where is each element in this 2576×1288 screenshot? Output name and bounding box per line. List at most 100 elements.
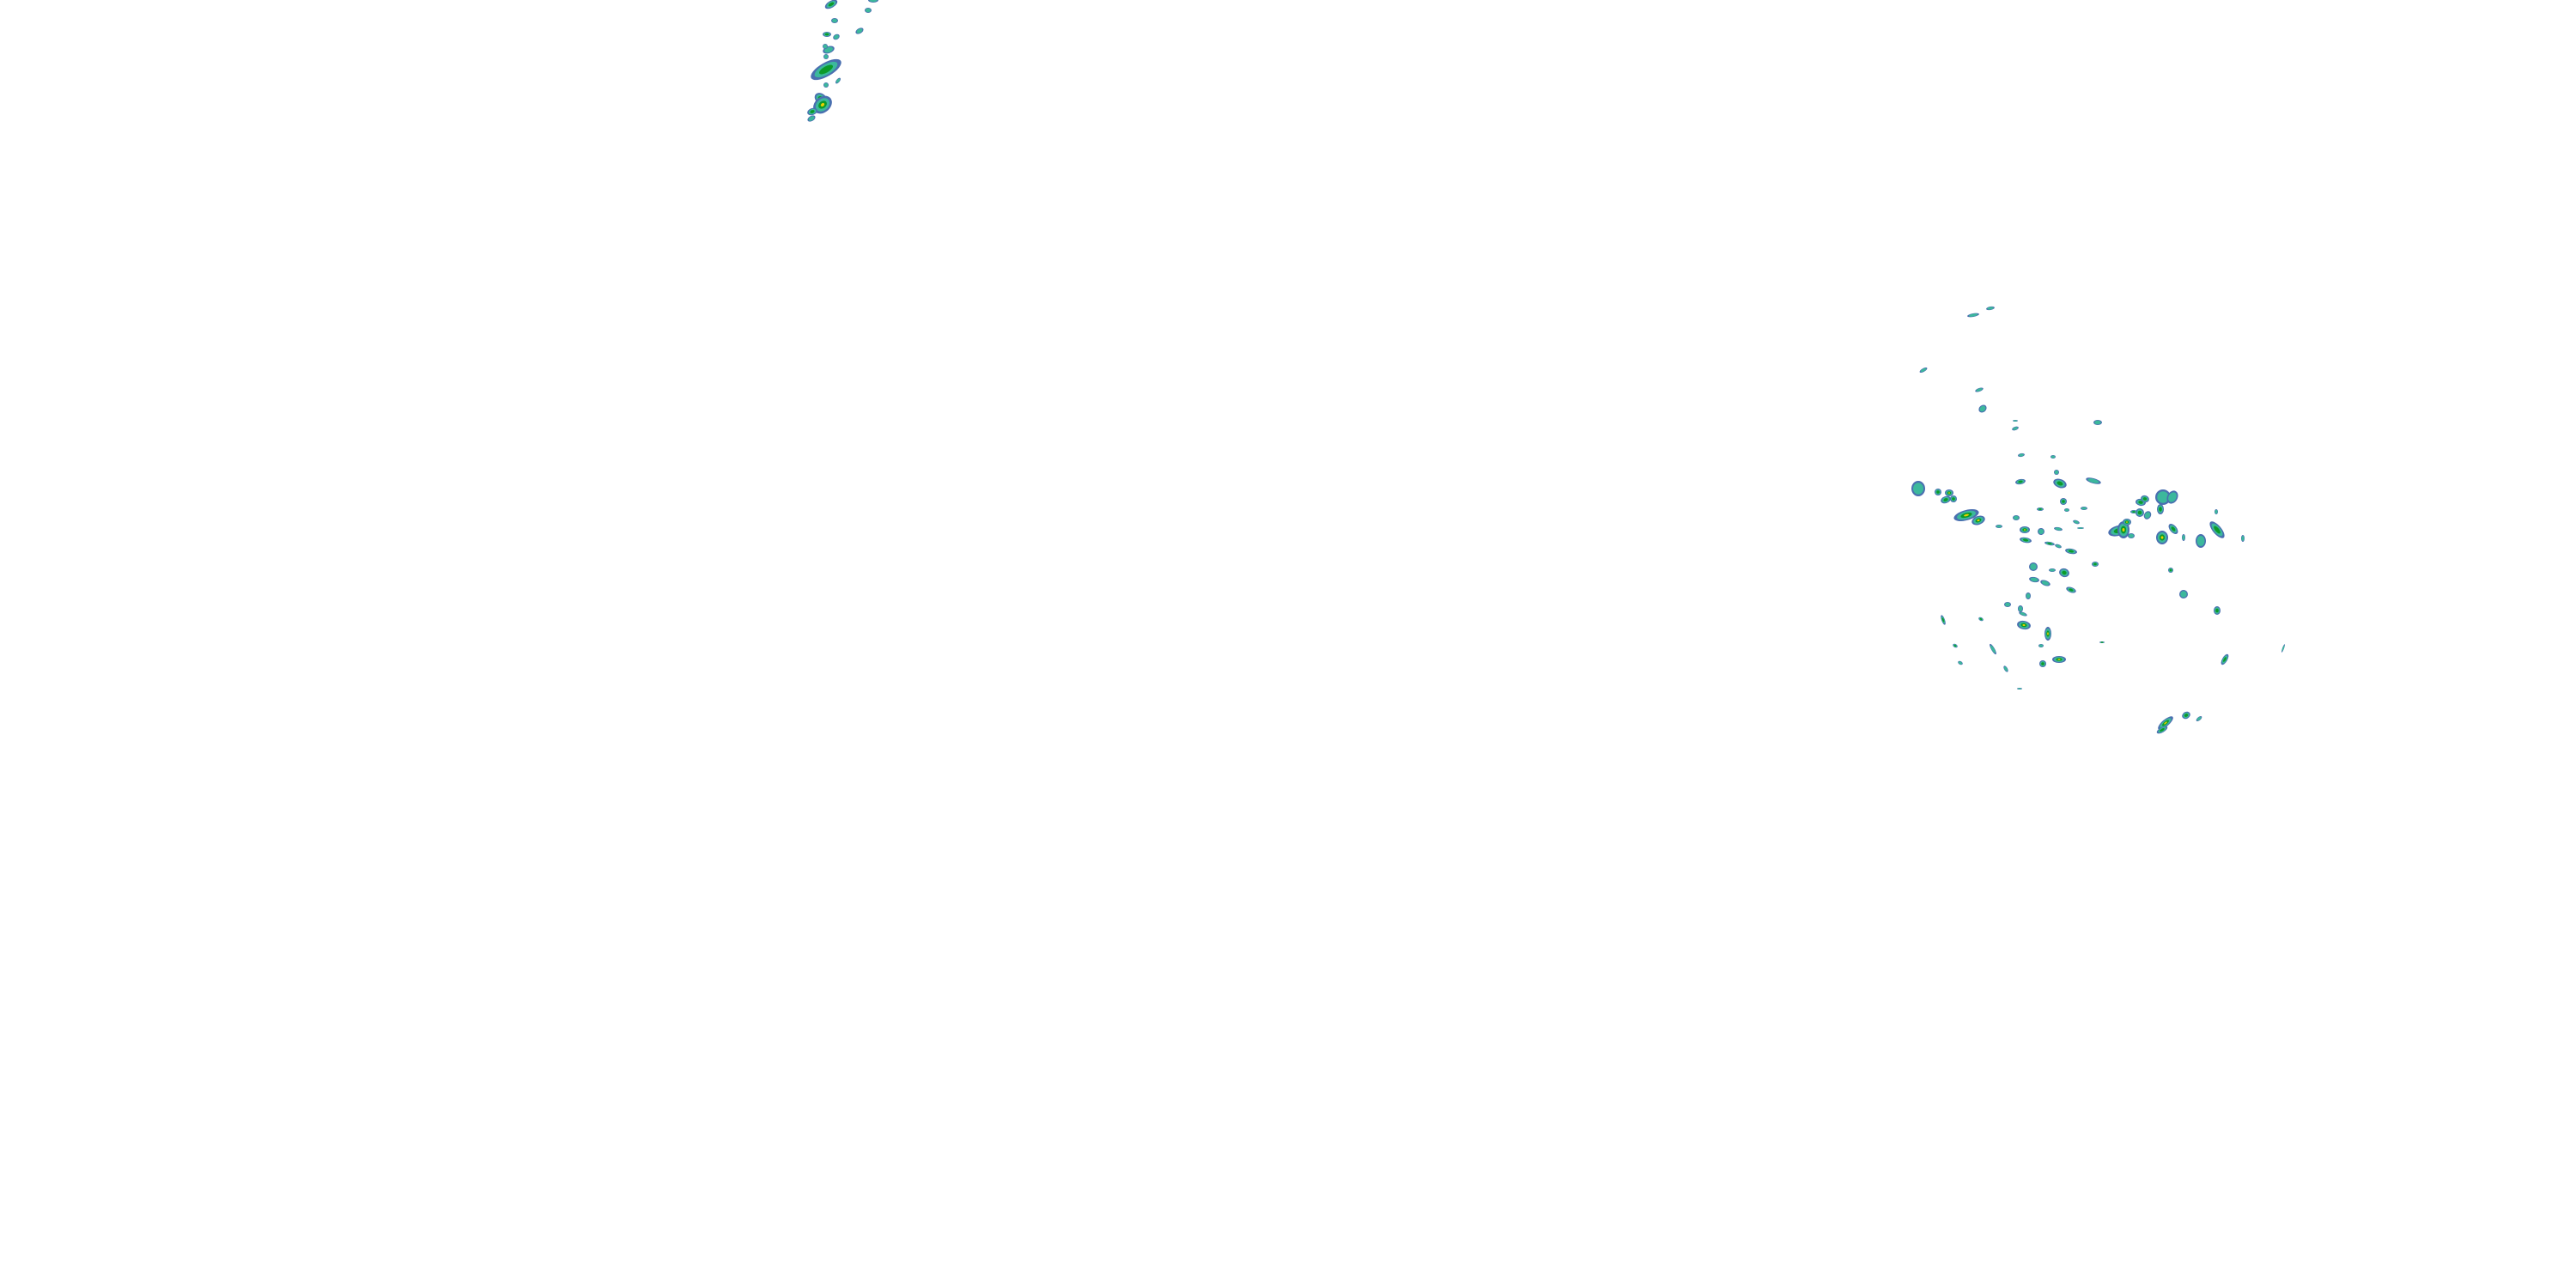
radar-echo-band — [2038, 644, 2044, 647]
radar-echo — [2215, 509, 2218, 514]
radar-echo — [2156, 531, 2168, 544]
radar-echo-band — [824, 33, 829, 36]
radar-echo — [2077, 527, 2084, 529]
radar-echo — [2049, 568, 2056, 572]
radar-echo — [2018, 453, 2025, 458]
radar-echo-band — [869, 0, 878, 3]
radar-echo-band — [834, 34, 839, 39]
radar-echo-band — [2087, 478, 2099, 483]
radar-echo — [2015, 478, 2026, 485]
radar-echo — [1911, 481, 1925, 496]
radar-echo-band — [2019, 453, 2024, 457]
radar-echo-band — [2081, 507, 2087, 510]
radar-echo — [833, 33, 840, 40]
radar-echo — [2017, 688, 2022, 690]
radar-echo-band — [823, 82, 829, 88]
radar-echo-band — [1964, 513, 1969, 517]
radar-echo — [2081, 507, 2087, 510]
radar-echo — [2093, 420, 2102, 425]
radar-echo — [2123, 519, 2131, 526]
radar-echo — [823, 82, 829, 88]
radar-echo — [2017, 620, 2031, 630]
radar-echo-band — [2182, 535, 2185, 540]
radar-echo — [823, 32, 831, 37]
radar-echo-band — [2215, 608, 2219, 613]
radar-echo — [1971, 515, 1985, 526]
radar-echo — [2029, 562, 2038, 571]
radar-echo — [2128, 533, 2135, 538]
radar-echo — [831, 18, 838, 23]
radar-echo — [2029, 576, 2039, 583]
radar-echo — [2038, 644, 2044, 647]
radar-echo-band — [2169, 568, 2172, 572]
radar-echo-band — [2026, 593, 2031, 598]
radar-echo — [2054, 526, 2063, 532]
radar-echo — [2037, 507, 2044, 511]
radar-echo-band — [2184, 714, 2189, 717]
radar-echo-band — [823, 44, 828, 49]
radar-echo — [2044, 541, 2055, 546]
radar-echo-band — [819, 64, 833, 75]
radar-echo-band — [2041, 580, 2050, 586]
radar-echo — [2099, 641, 2105, 643]
radar-echo — [2136, 508, 2144, 517]
radar-echo-band — [2062, 570, 2067, 575]
radar-echo — [2065, 548, 2077, 555]
radar-echo — [2039, 660, 2046, 667]
radar-echo-band — [2132, 511, 2136, 513]
radar-echo — [1935, 489, 1941, 495]
radar-echo-band — [1941, 617, 1945, 623]
radar-echo — [2168, 524, 2178, 534]
radar-echo-band — [2144, 512, 2151, 519]
radar-echo — [2157, 504, 2164, 514]
radar-echo-band — [2055, 527, 2062, 531]
radar-echo-band — [1953, 644, 1957, 647]
radar-echo — [2012, 426, 2019, 431]
radar-echo-band — [2018, 480, 2023, 483]
radar-echo-band — [2050, 455, 2056, 459]
radar-echo — [2155, 489, 2171, 505]
radar-echo — [2044, 627, 2051, 641]
radar-echo-band — [2057, 659, 2061, 660]
radar-echo-band — [2074, 520, 2079, 524]
radar-echo — [823, 54, 829, 59]
radar-echo — [807, 115, 816, 122]
radar-echo-band — [2196, 536, 2205, 546]
radar-echo-band — [2004, 666, 2008, 671]
radar-echo-band — [2057, 481, 2063, 486]
radar-echo-band — [823, 54, 829, 59]
radar-echo-band — [2064, 508, 2069, 512]
radar-echo — [1996, 525, 2002, 528]
radar-echo — [2166, 490, 2178, 504]
radar-echo-band — [2122, 528, 2125, 532]
radar-echo — [2013, 420, 2018, 422]
radar-echo-band — [810, 110, 815, 113]
radar-echo — [807, 107, 817, 116]
radar-echo-band — [1936, 490, 1940, 494]
radar-echo-band — [835, 78, 841, 83]
radar-echo-band — [2030, 577, 2038, 582]
radar-echo — [2060, 498, 2067, 505]
radar-echo-band — [2013, 427, 2018, 430]
radar-echo — [811, 58, 841, 81]
radar-echo — [2054, 470, 2059, 475]
radar-echo-band — [2142, 497, 2148, 501]
radar-echo — [2040, 580, 2050, 586]
radar-echo — [2020, 537, 2032, 544]
radar-echo-band — [2018, 606, 2023, 611]
radar-echo-band — [1976, 388, 1983, 392]
radar-echo-band — [2160, 536, 2164, 539]
radar-echo-band — [1968, 313, 1978, 317]
radar-echo — [2156, 726, 2168, 734]
radar-echo-band — [2129, 533, 2134, 538]
radar-echo — [2053, 478, 2067, 489]
radar-echo-band — [2180, 591, 2187, 598]
radar-echo-band — [2164, 721, 2167, 725]
radar-echo — [1978, 617, 1984, 622]
radar-echo-band — [1990, 645, 1996, 653]
radar-echo-band — [1987, 307, 1994, 310]
radar-echo — [2168, 568, 2173, 573]
radar-echo — [2281, 644, 2285, 653]
